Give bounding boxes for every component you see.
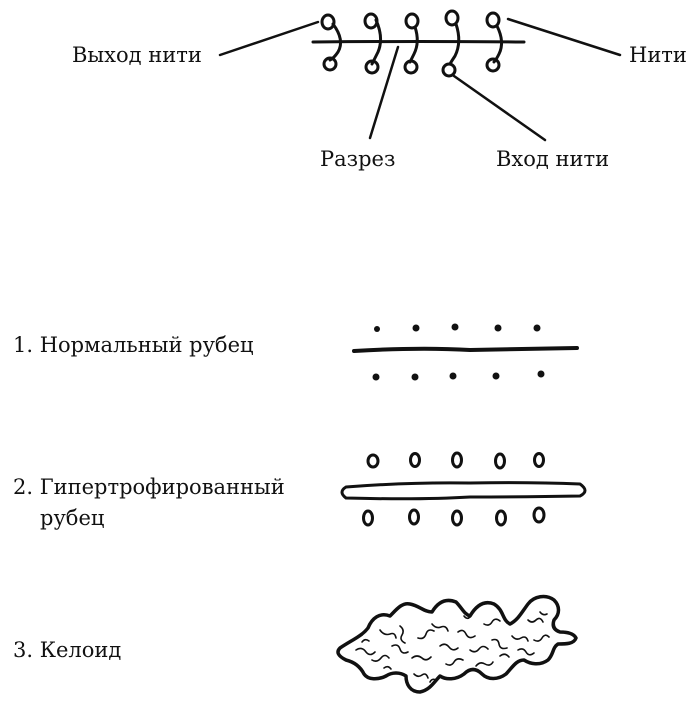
normal-scar: 1. Нормальный рубец [13,323,579,381]
leader-incision [368,45,400,140]
label-thread-exit: Выход нити [72,43,202,67]
leader-thread-exit [218,20,320,57]
suture-diagram: Выход нити Нити Разрез Вход нити [72,9,687,171]
stitch-4 [441,9,461,78]
label-normal-scar: 1. Нормальный рубец [13,333,254,357]
hypertrophic-scar-band [340,481,587,501]
stitch-5 [485,11,504,73]
label-keloid: 3. Келоид [13,638,121,662]
normal-scar-line [352,346,579,353]
keloid: 3. Келоид [13,594,578,694]
normal-scar-dots [372,323,545,381]
label-thread-entry: Вход нити [496,147,609,171]
keloid-outline [336,594,578,694]
label-hypertrophic-scar-line1: 2. Гипертрофированный [13,475,285,499]
label-threads: Нити [629,43,687,67]
leader-threads [506,17,622,57]
hypertrophic-scar: 2. Гипертрофированный рубец [13,451,587,530]
stitch-1 [320,13,343,72]
keloid-texture [355,611,550,683]
stitch-3 [403,12,420,75]
label-incision: Разрез [320,147,395,171]
hypertrophic-scar-marks [362,451,546,527]
leader-thread-entry [452,74,547,142]
label-hypertrophic-scar-line2: рубец [40,506,104,530]
stitch-2 [363,12,383,75]
